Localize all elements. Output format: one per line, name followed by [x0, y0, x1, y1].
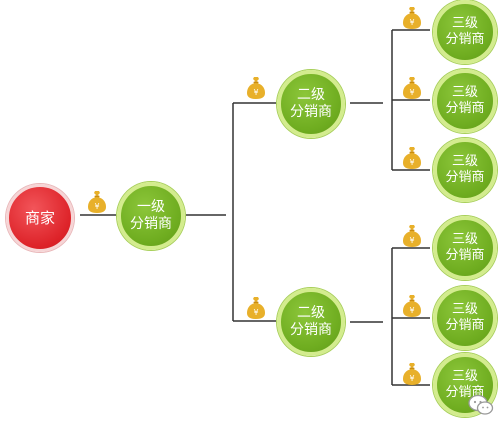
- level3-title: 三级: [451, 302, 478, 318]
- level2-distributor-node: 二级 分销商: [277, 70, 345, 138]
- level2-title: 二级: [297, 305, 325, 322]
- level3-distributor-node: 三级 分销商: [433, 69, 497, 133]
- level3-title: 三级: [451, 369, 478, 385]
- level1-distributor-node: 一级 分销商: [117, 182, 185, 250]
- svg-text:¥: ¥: [409, 158, 414, 167]
- level3-subtitle: 分销商: [445, 170, 485, 185]
- money-bag-icon: ¥: [401, 6, 423, 30]
- level3-distributor-node: 三级 分销商: [433, 286, 497, 350]
- svg-text:¥: ¥: [253, 308, 258, 317]
- merchant-node: 商家: [6, 184, 74, 252]
- level3-title: 三级: [451, 154, 478, 170]
- level2-distributor-node: 二级 分销商: [277, 288, 345, 356]
- level3-distributor-node: 三级 分销商: [433, 138, 497, 202]
- money-bag-icon: ¥: [401, 146, 423, 170]
- merchant-label: 商家: [24, 209, 55, 227]
- level3-title: 三级: [451, 16, 478, 32]
- level3-distributor-node: 三级 分销商: [433, 216, 497, 280]
- level1-subtitle: 分销商: [130, 216, 172, 232]
- svg-text:¥: ¥: [409, 306, 414, 315]
- level2-subtitle: 分销商: [290, 322, 332, 338]
- svg-text:¥: ¥: [409, 88, 414, 97]
- money-bag-icon: ¥: [401, 76, 423, 100]
- level3-subtitle: 分销商: [445, 32, 485, 47]
- svg-text:¥: ¥: [409, 18, 414, 27]
- level3-title: 三级: [451, 85, 478, 101]
- level2-subtitle: 分销商: [290, 104, 332, 120]
- svg-text:¥: ¥: [409, 236, 414, 245]
- money-bag-icon: ¥: [401, 362, 423, 386]
- svg-text:¥: ¥: [253, 88, 258, 97]
- level1-title: 一级: [137, 199, 165, 216]
- svg-text:¥: ¥: [94, 202, 99, 211]
- money-bag-icon: ¥: [245, 296, 267, 320]
- money-bag-icon: ¥: [245, 76, 267, 100]
- wechat-logo-icon: [468, 394, 494, 416]
- level3-title: 三级: [451, 232, 478, 248]
- level3-subtitle: 分销商: [445, 318, 485, 333]
- level3-distributor-node: 三级 分销商: [433, 0, 497, 64]
- level3-subtitle: 分销商: [445, 101, 485, 116]
- money-bag-icon: ¥: [401, 224, 423, 248]
- money-bag-icon: ¥: [86, 190, 108, 214]
- level3-subtitle: 分销商: [445, 248, 485, 263]
- level2-title: 二级: [297, 87, 325, 104]
- money-bag-icon: ¥: [401, 294, 423, 318]
- svg-text:¥: ¥: [409, 374, 414, 383]
- level3-distributor-node: 三级 分销商: [433, 353, 497, 417]
